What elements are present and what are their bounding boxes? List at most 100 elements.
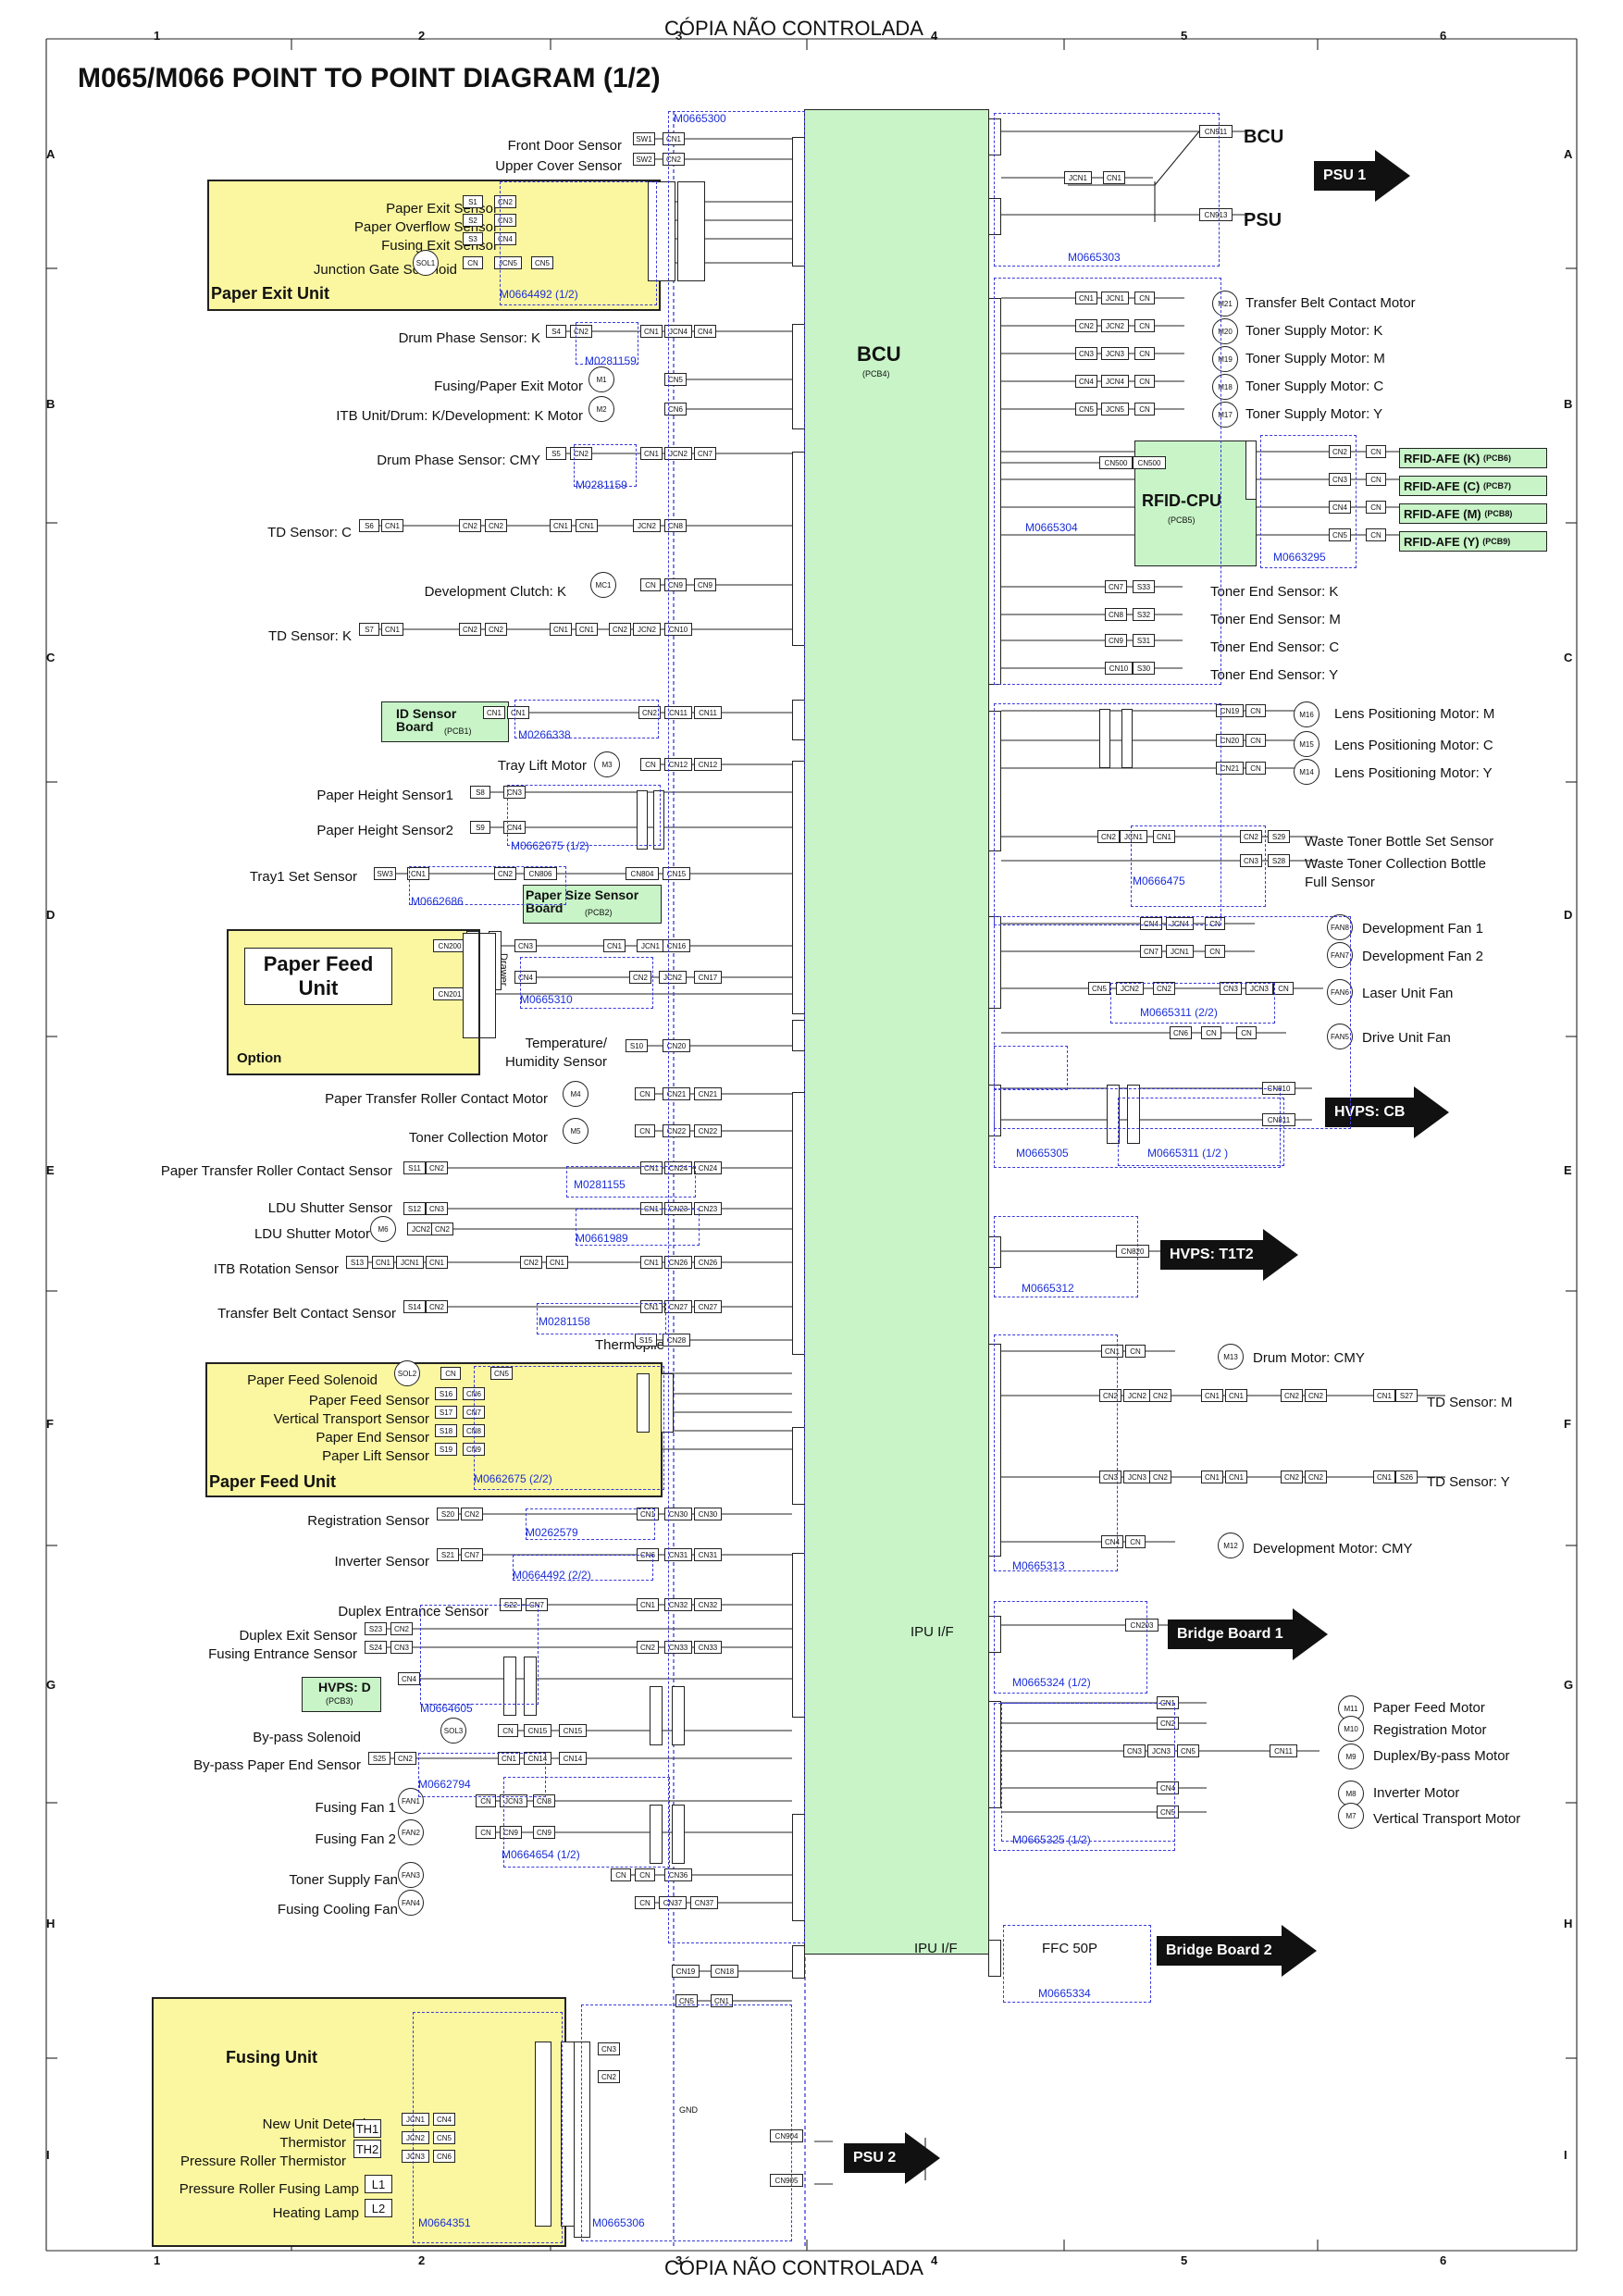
grid-row-left: A [46,147,56,161]
connector-box: CN1 [498,1752,520,1765]
connector-box: CN905 [770,2174,803,2187]
component-label: By-pass Paper End Sensor [193,1757,361,1773]
grid-row-left: I [46,2148,50,2162]
connector-box: CN26 [664,1256,692,1269]
component-symbol: L2 [365,2199,392,2217]
rfid-afe-y: RFID-AFE (Y) (PCB9) [1399,531,1547,552]
connector-box: JCN4 [1166,917,1194,930]
connector-box: CN17 [694,971,722,984]
connector-box: S30 [1133,662,1155,675]
component-symbol: MC1 [590,572,616,598]
connector-box: CN4 [433,2113,455,2126]
multi-connector [653,790,664,850]
connector-box: CN32 [664,1598,692,1611]
multi-connector [1245,441,1257,500]
component-label: Paper Height Sensor2 [316,823,453,838]
grid-col-top: 2 [418,29,426,43]
harness-region [994,1601,1147,1694]
connector-box: S4 [546,325,566,338]
connector-box: CN804 [626,867,659,880]
component-label: Paper End Sensor [316,1430,429,1446]
connector-box: JCN2 [1123,1389,1151,1402]
connector-box: CN33 [664,1641,692,1654]
component-label: Development Fan 1 [1362,921,1483,937]
connector-box: CN1 [640,1256,663,1269]
connector-box: CN1 [407,867,429,880]
connector-box: S5 [546,447,566,460]
connector-box: CN3 [1240,854,1262,867]
connector-box: JCN2 [1116,982,1144,995]
connector-box: JCN3 [1101,347,1129,360]
connector-box: CN10 [664,623,692,636]
harness-code: M0661989 [576,1232,628,1245]
component-symbol: M14 [1294,759,1319,785]
harness-code: M0665312 [1022,1282,1074,1295]
component-label: Temperature/ [525,1036,607,1051]
watermark-top: CÓPIA NÃO CONTROLADA [664,17,923,40]
harness-region [474,1366,664,1490]
component-label: Development Fan 2 [1362,949,1483,964]
connector-box: CN [635,1124,655,1137]
connector-box: CN1 [372,1256,394,1269]
multi-connector [1127,1085,1140,1144]
connector-box: CN [1134,347,1155,360]
connector-box: CN8 [664,519,687,532]
connector-box: CN [463,256,483,269]
component-label: Paper Feed Motor [1373,1700,1485,1716]
connector-box: CN4 [398,1672,420,1685]
connector-box: JCN2 [1101,319,1129,332]
grid-col-top: 3 [675,29,683,43]
component-symbol: FAN6 [1327,979,1353,1005]
connector-box: JCN2 [402,2131,429,2144]
component-symbol: SOL3 [440,1718,466,1744]
connector-box: CN [1134,292,1155,304]
connector-box: CN3 [1099,1471,1121,1483]
component-label: Fusing Fan 2 [315,1831,396,1847]
component-label: Paper Overflow Sensor [353,219,498,235]
multi-connector [650,1686,663,1745]
connector-box: CN30 [694,1508,722,1520]
component-symbol: M9 [1338,1744,1364,1769]
page-title: M065/M066 POINT TO POINT DIAGRAM (1/2) [78,63,661,93]
component-label: Tray1 Set Sensor [249,869,357,885]
connector-box: CN15 [524,1724,551,1737]
grid-row-right: H [1564,1917,1573,1930]
rfid-cpu-label: RFID-CPU [1142,491,1221,510]
connector-box: CN500 [1133,456,1166,469]
connector-box: S1 [463,195,483,208]
component-label: Development Motor: CMY [1253,1541,1413,1557]
component-symbol: FAN7 [1327,942,1353,968]
connector-box: CN2 [1075,319,1097,332]
connector-box: CN11 [664,706,692,719]
component-label: Paper Feed Sensor [308,1393,429,1409]
connector-box: CN1 [640,325,663,338]
component-label: IPU I/F [914,1941,958,1956]
multi-connector [648,181,675,281]
component-label: Fusing Cooling Fan [277,1902,398,1917]
connector-box: CN4 [1075,375,1097,388]
connector-box: JCN3 [500,1794,527,1807]
connector-box: CN2 [459,623,481,636]
connector-box: JCN5 [1101,403,1129,416]
multi-connector [1107,1085,1120,1144]
connector-box: CN16 [663,939,690,952]
component-label: Vertical Transport Motor [1373,1811,1521,1827]
connector-box: CN1 [507,706,529,719]
harness-code: M0665305 [1016,1147,1069,1160]
connector-box: CN1 [576,623,598,636]
connector-box: CN30 [664,1508,692,1520]
paper-exit-unit [207,180,661,311]
connector-box: CN24 [694,1161,722,1174]
grid-col-bottom: 1 [154,2253,161,2267]
gnd-label: GND [679,2105,698,2115]
connector-box: CN1 [640,1161,663,1174]
connector-box: CN27 [694,1300,722,1313]
harness-region [1131,825,1266,907]
harness-code: M0664492 (2/2) [513,1569,591,1582]
component-label: Toner End Sensor: Y [1210,667,1339,683]
harness-code: M0665311 (1/2 ) [1147,1147,1229,1160]
id-sensor-pcb: (PCB1) [444,726,472,736]
bcu-connector-right [988,198,1001,235]
paper-size-pcb: (PCB2) [585,908,613,917]
connector-box: CN1 [1225,1471,1247,1483]
